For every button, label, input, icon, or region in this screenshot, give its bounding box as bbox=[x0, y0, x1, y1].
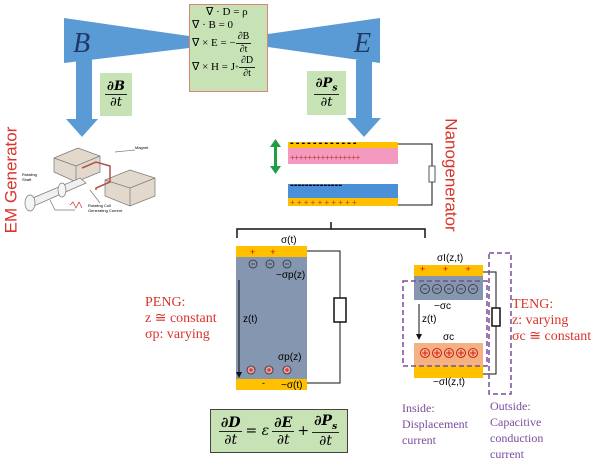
teng-title: TENG: bbox=[512, 297, 554, 312]
teng-top-electrode bbox=[414, 265, 483, 276]
maxwell-equations-box: ∇ · D = ρ ∇ · B = 0 ∇ × E = − ∂B∂t ∇ × H… bbox=[189, 4, 268, 92]
outside-dashed-region bbox=[488, 252, 512, 395]
peng-z-label: z(t) bbox=[243, 314, 258, 325]
peng-bottom-electrode bbox=[236, 379, 307, 390]
teng-line2: σc ≅ constant bbox=[512, 329, 592, 344]
bottom-dielectric-blue bbox=[288, 184, 398, 198]
peng-line2: σp: varying bbox=[145, 327, 210, 342]
coil-label: Rotating Coil Generating Current bbox=[88, 203, 123, 213]
teng-bottom-dielectric bbox=[414, 343, 483, 366]
faraday-law: ∇ × E = − ∂B∂t bbox=[192, 31, 265, 55]
top-plate-positive-charges: ++++++++++++++++ bbox=[290, 153, 360, 162]
bottom-plate-negative-charges: - - - - - - - - - - - - - - bbox=[290, 179, 342, 191]
peng-sigma-t: σ(t) bbox=[281, 235, 297, 246]
eq-p-sub: s bbox=[332, 421, 338, 432]
inside-current-label: Inside: Displacement current bbox=[402, 400, 468, 448]
nanogenerator-resistor bbox=[428, 165, 436, 183]
outside-line1: Outside: bbox=[490, 399, 531, 413]
ampere-law: ∇ × H = J + ∂D∂t bbox=[192, 55, 265, 79]
bottom-electrode bbox=[288, 198, 398, 206]
em-generator-label: EM Generator bbox=[1, 126, 21, 234]
dps-den: ∂t bbox=[320, 94, 333, 110]
db-den: ∂t bbox=[110, 95, 122, 110]
bottom-plate-positive-charges: + + + + + + + + + + bbox=[290, 198, 357, 207]
teng-neg-sigma-c: −σc bbox=[434, 301, 452, 312]
teng-bottom-electrode bbox=[414, 366, 483, 378]
peng-line1: z ≅ constant bbox=[145, 311, 217, 326]
eq-d-num: ∂D bbox=[218, 414, 243, 432]
eq-p-den: ∂t bbox=[319, 432, 333, 449]
magnet-label: Magnet bbox=[135, 145, 149, 150]
teng-top-dielectric bbox=[414, 276, 483, 300]
teng-negative-charges bbox=[420, 284, 478, 294]
peng-positive-charges bbox=[246, 365, 292, 375]
displacement-current-equation: ∂D∂t = ε ∂E∂t + ∂Ps∂t bbox=[210, 409, 348, 453]
outside-line2: Capacitive bbox=[490, 415, 542, 429]
eq-d-den: ∂t bbox=[224, 431, 238, 448]
inside-line3: current bbox=[402, 433, 436, 447]
top-plate-negative-charges: - - - - - - - - - - - - bbox=[290, 137, 357, 149]
peng-neg-sigma-p: −σp(z) bbox=[276, 270, 306, 281]
top-electrode bbox=[288, 142, 398, 148]
ampere-den: ∂t bbox=[243, 67, 251, 79]
outside-current-label: Outside: Capacitive conduction current bbox=[490, 398, 543, 462]
b-field-symbol: B bbox=[73, 28, 91, 59]
teng-resistor bbox=[491, 307, 501, 327]
eq-e-den: ∂t bbox=[276, 431, 290, 448]
dps-dt-term: ∂Ps∂t bbox=[307, 71, 346, 115]
db-num: ∂B bbox=[105, 79, 127, 95]
peng-top-electrode bbox=[236, 246, 307, 257]
em-generator-illustration bbox=[24, 147, 156, 212]
teng-description: TENG: z: varying σc ≅ constant bbox=[512, 297, 591, 345]
ampere-lhs: ∇ × H = J bbox=[192, 60, 235, 73]
peng-resistor bbox=[333, 297, 347, 323]
faraday-lhs: ∇ × E = − bbox=[192, 36, 236, 49]
nanogenerator-label: Nanogenerator bbox=[441, 118, 461, 232]
left-funnel-arrow bbox=[64, 18, 189, 137]
faraday-num: ∂B bbox=[235, 31, 252, 44]
eq-equals-epsilon: = ε bbox=[245, 423, 270, 439]
peng-title: PENG: bbox=[145, 295, 186, 310]
vertical-motion-double-arrow bbox=[270, 139, 281, 174]
teng-line1: z: varying bbox=[512, 313, 569, 328]
e-field-symbol: E bbox=[354, 28, 372, 59]
teng-z-label: z(t) bbox=[422, 314, 437, 325]
ampere-num: ∂D bbox=[238, 55, 256, 68]
shaft-label: Rotating Shaft bbox=[22, 172, 37, 182]
inside-line2: Displacement bbox=[402, 417, 468, 431]
peng-sigma-p: σp(z) bbox=[278, 352, 302, 363]
eq-p-num: ∂P bbox=[314, 413, 333, 430]
peng-description: PENG: z ≅ constant σp: varying bbox=[145, 295, 217, 343]
top-dielectric-pink bbox=[288, 148, 398, 164]
nanogenerator-circuit-wire bbox=[398, 143, 433, 206]
peng-negative-charges bbox=[248, 259, 292, 269]
ampere-plus: + bbox=[235, 63, 239, 72]
inside-dashed-region bbox=[402, 280, 488, 367]
outside-line4: current bbox=[490, 447, 524, 461]
faraday-den: ∂t bbox=[239, 43, 248, 55]
dps-num: ∂P bbox=[315, 76, 333, 92]
db-dt-term: ∂B∂t bbox=[100, 73, 132, 116]
outside-line3: conduction bbox=[490, 431, 544, 445]
gauss-law: ∇ · D = ρ bbox=[206, 6, 248, 18]
teng-sigma-i: σI(z,t) bbox=[437, 253, 464, 264]
gauss-magnetism: ∇ · B = 0 bbox=[192, 18, 234, 31]
inside-line1: Inside: bbox=[402, 401, 435, 415]
peng-piezo-layer bbox=[236, 257, 307, 379]
eq-plus: + bbox=[297, 423, 310, 439]
dps-sub: s bbox=[332, 83, 338, 94]
teng-neg-sigma-i: −σI(z,t) bbox=[433, 377, 466, 388]
teng-sigma-c: σc bbox=[443, 332, 455, 343]
right-funnel-arrow bbox=[268, 18, 381, 137]
peng-neg-sigma-t: −σ(t) bbox=[281, 380, 303, 391]
eq-e-num: ∂E bbox=[272, 414, 295, 432]
teng-positive-charges bbox=[420, 348, 478, 358]
curly-brace bbox=[236, 222, 426, 238]
